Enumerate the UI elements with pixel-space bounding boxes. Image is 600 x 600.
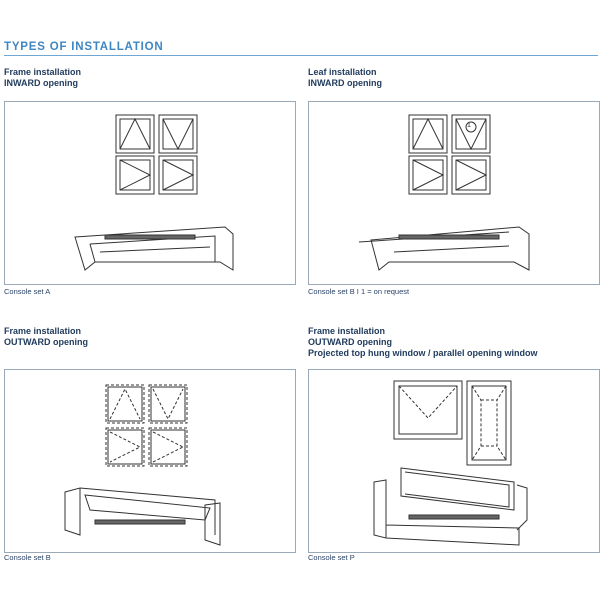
illustration-leaf-inward: 1 [308,101,600,285]
heading-line: INWARD opening [4,78,78,88]
panel-heading: Frame installation INWARD opening [4,67,81,89]
panel-heading: Leaf installation INWARD opening [308,67,382,89]
heading-line: Leaf installation [308,67,377,77]
panel-caption: Console set B I 1 = on request [308,287,410,296]
heading-line: INWARD opening [308,78,382,88]
marker-1: 1 [467,122,471,129]
heading-line: OUTWARD opening [308,337,392,347]
heading-line: OUTWARD opening [4,337,88,347]
heading-line: Projected top hung window / parallel ope… [308,348,538,358]
panel-caption: Console set P [308,553,355,562]
heading-line: Frame installation [308,326,386,336]
panel-heading: Frame installation OUTWARD opening Proje… [308,326,538,359]
panel-heading: Frame installation OUTWARD opening [4,326,88,348]
illustration-frame-inward [4,101,296,285]
section-title: TYPES OF INSTALLATION [4,41,164,53]
heading-line: Frame installation [4,326,82,336]
heading-line: Frame installation [4,67,82,77]
illustration-frame-outward [4,369,296,553]
illustration-projected-parallel [308,369,600,553]
panel-caption: Console set A [4,287,51,296]
title-divider [4,55,598,56]
panel-caption: Console set B [4,553,51,562]
